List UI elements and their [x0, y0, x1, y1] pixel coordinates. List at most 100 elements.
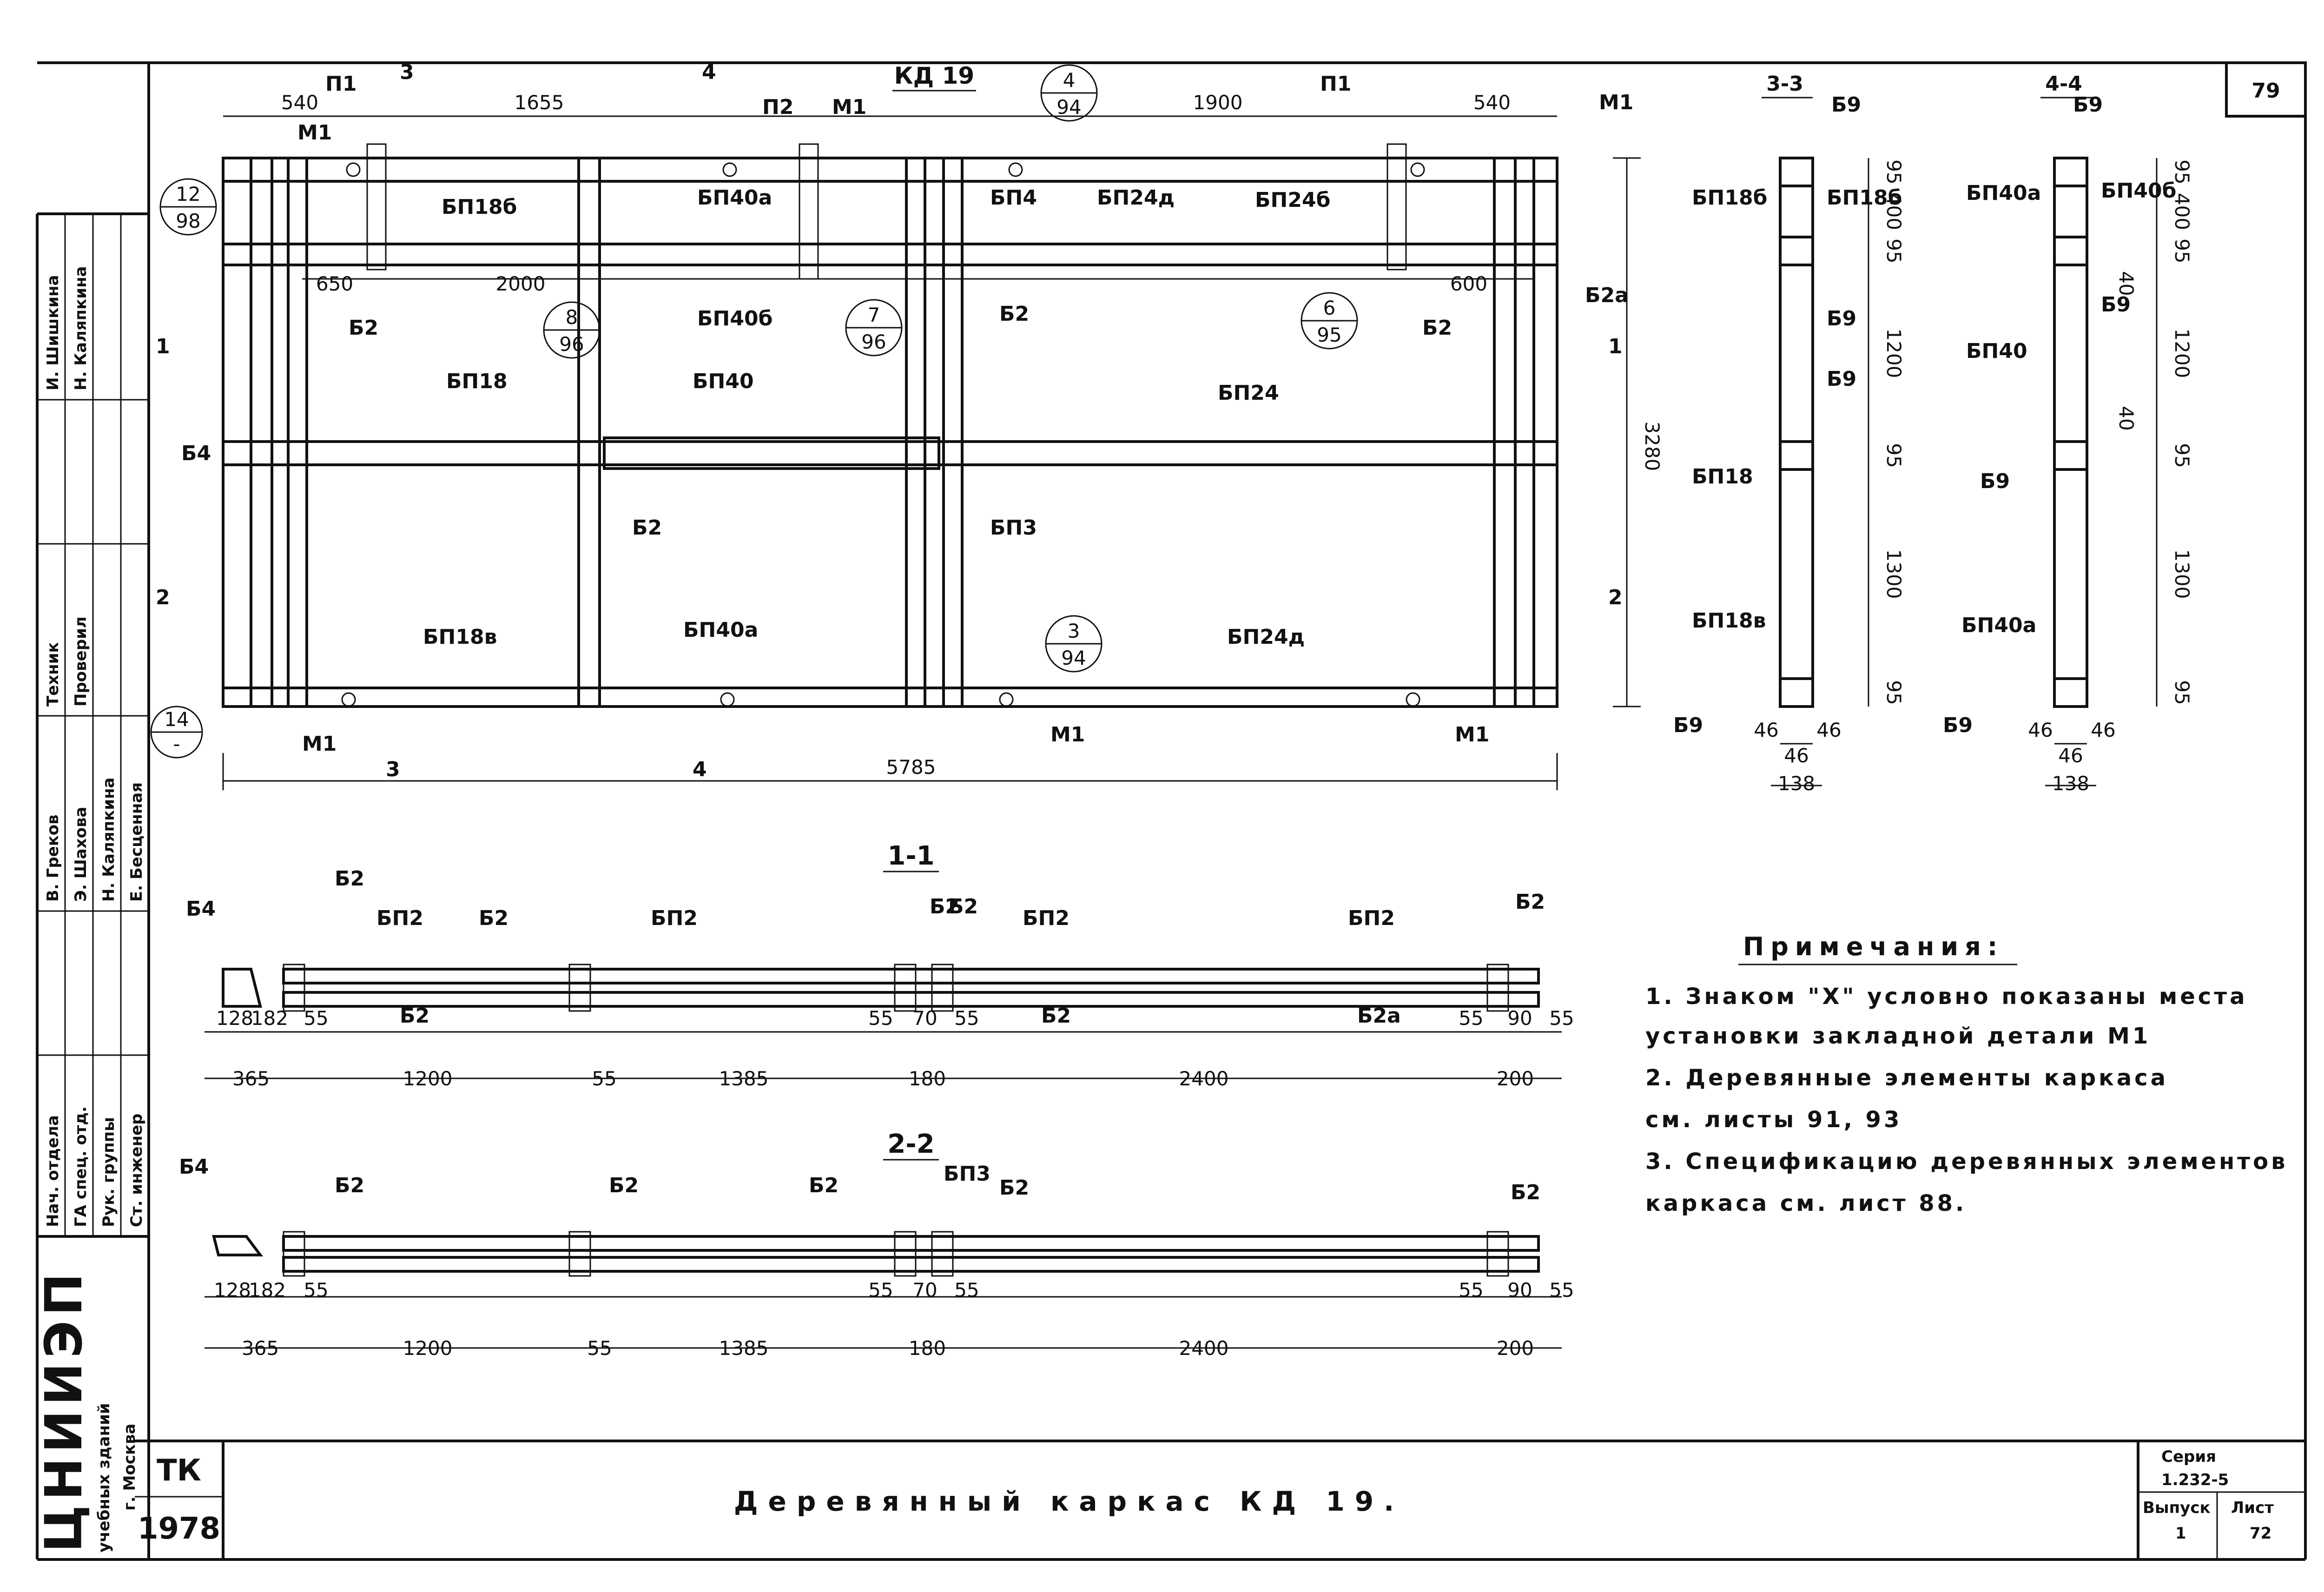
s11-dim-55-d: 55 — [954, 1007, 979, 1030]
s33-dim-1200: 1200 — [1882, 329, 1905, 378]
s44-b9-bottom: Б9 — [1943, 713, 1973, 737]
label-m1-bottom: М1 — [1050, 723, 1085, 746]
cut-mark-1-left: 1 — [156, 335, 170, 358]
s33-b9-bottom: Б9 — [1673, 713, 1703, 737]
s44-dim-95-b: 95 — [2171, 238, 2193, 263]
label-bp40a-top: БП40а — [697, 186, 772, 210]
s22-dim-55-a: 55 — [304, 1279, 328, 1301]
section-3-3-title: 3-3 — [1766, 72, 1803, 96]
note-line-4: см. листы 91, 93 — [1645, 1107, 1902, 1133]
callout-7-96: 7 96 — [845, 299, 903, 357]
label-bp18v: БП18в — [423, 625, 497, 649]
s44-b9-upper: Б9 — [2101, 293, 2131, 317]
section-1-1-drawing — [205, 871, 1562, 1079]
s44-dim-40-b: 40 — [2115, 406, 2138, 430]
label-b4: Б4 — [181, 442, 211, 465]
cut-mark-4-top: 4 — [702, 60, 716, 84]
s22-dim-55-d: 55 — [1459, 1279, 1483, 1301]
svg-text:3: 3 — [1068, 620, 1080, 642]
note-line-3: 2. Деревянные элементы каркаса — [1645, 1065, 2168, 1091]
s11-bp2-b: БП2 — [651, 906, 698, 930]
s11-b2-g: Б2 — [948, 895, 978, 918]
s11-dim-55-a: 55 — [304, 1007, 328, 1030]
s22-b2-d: Б2 — [999, 1176, 1029, 1200]
label-bp3: БП3 — [990, 516, 1037, 540]
section-4-4-title: 4-4 — [2045, 72, 2082, 96]
s22-dim-55-main: 55 — [587, 1337, 612, 1360]
svg-text:8: 8 — [566, 306, 578, 329]
svg-text:98: 98 — [176, 210, 200, 232]
label-b2-3: Б2 — [1422, 316, 1452, 340]
s44-bp40a-bot: БП40а — [1961, 614, 2036, 637]
s33-bp18b-right: БП18б — [1827, 186, 1902, 210]
plan-view: КД 19 — [222, 62, 1641, 790]
s22-b2-c: Б2 — [809, 1174, 838, 1197]
s11-dim-365: 365 — [232, 1067, 270, 1090]
s11-b2a: Б2а — [1357, 1004, 1401, 1028]
s11-b2-c: Б2 — [930, 895, 959, 918]
s22-dim-1200: 1200 — [403, 1337, 453, 1360]
s11-dim-55-f: 55 — [1549, 1007, 1574, 1030]
stamp-tk: ТК — [157, 1453, 201, 1488]
s33-bp18: БП18 — [1692, 465, 1753, 489]
s22-dim-180: 180 — [909, 1337, 946, 1360]
title-block-frame — [2137, 1441, 2305, 1559]
s44-dim-138: 138 — [2052, 772, 2089, 795]
cut-mark-3-bottom: 3 — [386, 758, 400, 781]
s33-dim-400: 400 — [1882, 193, 1905, 230]
s44-dim-46-c: 46 — [2058, 744, 2083, 767]
s22-dim-128: 128 — [214, 1279, 251, 1301]
s22-dim-365: 365 — [242, 1337, 279, 1360]
label-m1-topleft: М1 — [297, 121, 332, 145]
callout-8-96: 8 96 — [543, 301, 601, 359]
label-b2-2: Б2 — [999, 302, 1029, 326]
callout-14: 14 - — [150, 706, 203, 759]
s11-dim-200: 200 — [1497, 1067, 1534, 1090]
s44-dim-1200: 1200 — [2171, 329, 2193, 378]
cut-mark-2-right: 2 — [1608, 586, 1623, 609]
s33-b9-mid: Б9 — [1827, 307, 1856, 330]
s11-dim-1200: 1200 — [403, 1067, 453, 1090]
label-bp4: БП4 — [990, 186, 1037, 210]
stamp-name-4: Е. Бесценная — [127, 782, 146, 902]
stamp-role-5: Техник — [44, 642, 62, 707]
s11-dim-90: 90 — [1507, 1007, 1532, 1030]
s22-dim-90: 90 — [1507, 1279, 1532, 1301]
s22-dim-2400: 2400 — [1179, 1337, 1229, 1360]
s44-dim-40-a: 40 — [2115, 271, 2138, 296]
label-p1-right: П1 — [1320, 72, 1351, 96]
s11-b2-a: Б2 — [335, 867, 364, 891]
sheet-frame — [37, 61, 2307, 1561]
note-line-2: установки закладной детали М1 — [1645, 1023, 2151, 1049]
issue-label: Выпуск — [2143, 1499, 2211, 1517]
s44-dim-400: 400 — [2171, 193, 2193, 230]
plan-dim-600: 600 — [1450, 272, 1487, 295]
s33-bp18b-left: БП18б — [1692, 186, 1767, 210]
issue-value: 1 — [2175, 1524, 2186, 1543]
s44-b9-top: Б9 — [2073, 93, 2103, 117]
s33-dim-46-b: 46 — [1816, 719, 1841, 741]
stamp-role-6: Проверил — [72, 616, 90, 707]
stamp-role-2: ГА спец. отд. — [72, 1106, 90, 1227]
s44-dim-95-a: 95 — [2171, 159, 2193, 184]
s22-b2-a: Б2 — [335, 1174, 364, 1197]
stamp-roles: Нач. отдела ГА спец. отд. Рук. группы Ст… — [34, 266, 146, 1552]
s11-b2-d: Б2 — [1515, 890, 1545, 914]
s33-b9-mid2: Б9 — [1827, 367, 1856, 391]
s44-b9-mid: Б9 — [1980, 469, 2010, 493]
svg-text:14: 14 — [164, 708, 189, 731]
stamp-name-6: Н. Каляпкина — [72, 266, 90, 390]
s22-dim-200: 200 — [1497, 1337, 1534, 1360]
sheet-value: 72 — [2250, 1524, 2271, 1543]
s11-dim-55-c: 55 — [868, 1007, 893, 1030]
s11-dim-70: 70 — [912, 1007, 937, 1030]
cut-mark-2-left: 2 — [156, 586, 170, 609]
label-p1-left: П1 — [325, 72, 357, 96]
note-line-5: 3. Спецификацию деревянных элементов — [1645, 1149, 2288, 1175]
s11-bp2-d: БП2 — [1348, 906, 1395, 930]
label-bp40b: БП40б — [697, 307, 772, 330]
label-bp24b: БП24б — [1255, 188, 1330, 212]
stamp-name-1: В. Греков — [44, 814, 62, 902]
s22-dim-182: 182 — [249, 1279, 286, 1301]
s11-dim-55-e: 55 — [1459, 1007, 1483, 1030]
